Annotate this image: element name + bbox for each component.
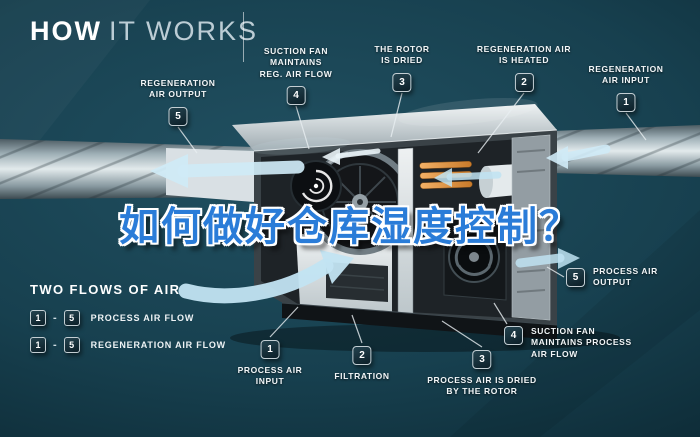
callout-label: PROCESS AIR INPUT [237, 365, 303, 387]
step-badge-5: 5 [566, 267, 585, 287]
step-badge-4: 4 [286, 86, 306, 106]
unit-top-face [232, 104, 557, 151]
step-badge-2: 2 [514, 72, 534, 92]
callout-process-air-output: 5 PROCESS AIR OUTPUT [566, 266, 658, 289]
callout-label: REGENERATION AIR INPUT [588, 64, 664, 86]
step-badge-3: 3 [472, 350, 492, 369]
regeneration-fan [290, 160, 342, 212]
callout-label: REGENERATION AIR IS HEATED [476, 44, 572, 66]
legend-dash: - [53, 339, 57, 351]
process-output-arrow [515, 253, 565, 268]
step-badge-4: 4 [504, 326, 523, 345]
callout-label: SUCTION FAN MAINTAINS REG. AIR FLOW [259, 46, 333, 79]
legend-badge-to: 5 [63, 310, 80, 326]
right-end-panel [511, 134, 551, 321]
legend-badge-from: 1 [30, 337, 46, 353]
legend-row-regeneration: 1 - 5 REGENERATION AIR FLOW [30, 337, 226, 353]
title-it-works: IT WORKS [108, 16, 258, 46]
light-flare [250, 137, 350, 155]
step-badge-1: 1 [260, 340, 280, 359]
callout-label: REGENERATION AIR OUTPUT [140, 78, 216, 100]
regeneration-output-arrow [177, 160, 305, 178]
legend-label: PROCESS AIR FLOW [90, 313, 195, 323]
airflow-arrows [150, 144, 611, 304]
process-fan [443, 215, 507, 301]
callout-regeneration-air-heated: REGENERATION AIR IS HEATED 2 [477, 44, 571, 92]
legend-two-flows: TWO FLOWS OF AIR 1 - 5 PROCESS AIR FLOW … [30, 282, 226, 364]
right-duct [552, 125, 700, 177]
step-badge-3: 3 [392, 72, 412, 92]
callout-label: FILTRATION [334, 371, 390, 381]
regeneration-input-arrow [561, 144, 611, 162]
legend-row-process: 1 - 5 PROCESS AIR FLOW [30, 310, 226, 326]
legend-badge-to: 5 [63, 337, 80, 353]
callout-suction-fan-process: 4 SUCTION FAN MAINTAINS PROCESS AIR FLOW [504, 326, 632, 360]
rotor-flow-arrow [335, 148, 381, 159]
callout-regeneration-air-input: REGENERATION AIR INPUT 1 [588, 64, 663, 112]
legend-badge-from: 1 [30, 310, 46, 326]
title-divider [243, 12, 244, 62]
callout-process-air-input: 1 PROCESS AIR INPUT [238, 340, 303, 388]
heater-flow-arrow [446, 171, 502, 181]
callout-label: PROCESS AIR IS DRIED BY THE ROTOR [427, 375, 537, 397]
callout-suction-fan-reg: SUCTION FAN MAINTAINS REG. AIR FLOW 4 [259, 46, 333, 106]
callout-label: SUCTION FAN MAINTAINS PROCESS AIR FLOW [531, 326, 632, 359]
step-badge-5: 5 [168, 106, 188, 126]
process-input-arrow [178, 258, 334, 304]
callout-lines [177, 92, 647, 348]
step-badge-2: 2 [352, 346, 372, 365]
light-flare [398, 98, 538, 126]
callout-rotor-is-dried: THE ROTOR IS DRIED 3 [374, 44, 429, 92]
callout-regeneration-air-output: REGENERATION AIR OUTPUT 5 [140, 78, 215, 126]
unit-base [282, 303, 557, 340]
legend-dash: - [53, 312, 57, 324]
callout-label: PROCESS AIR OUTPUT [593, 266, 658, 288]
title-how: HOW [30, 16, 102, 46]
legend-heading: TWO FLOWS OF AIR [30, 282, 181, 297]
overlay-headline: 如何做好仓库湿度控制？ [119, 205, 581, 249]
callout-process-air-dried: 3 PROCESS AIR IS DRIED BY THE ROTOR [427, 350, 536, 398]
step-badge-1: 1 [616, 92, 636, 112]
shadow-streak [450, 210, 700, 437]
callout-filtration: 2 FILTRATION [334, 346, 389, 382]
callout-label: THE ROTOR IS DRIED [374, 44, 430, 66]
legend-label: REGENERATION AIR FLOW [90, 340, 226, 350]
